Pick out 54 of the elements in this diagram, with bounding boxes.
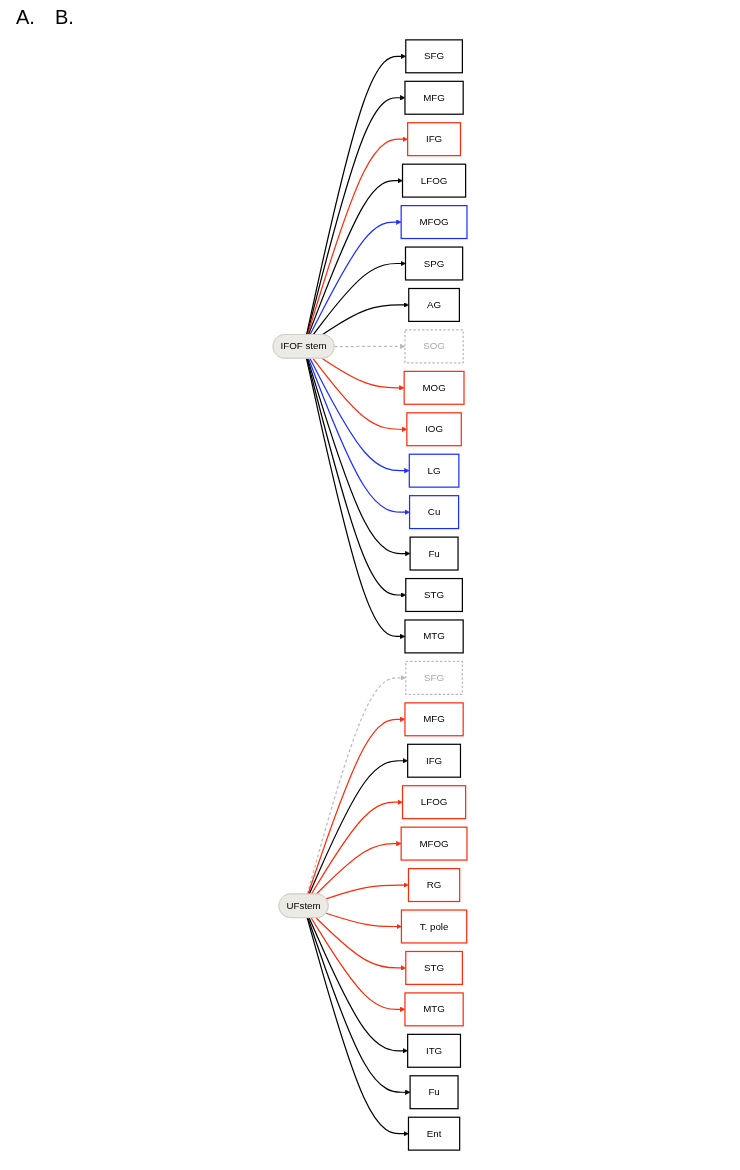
arrow bbox=[310, 799, 403, 895]
node-box: MTG bbox=[404, 619, 464, 654]
node-box: IFG bbox=[407, 743, 462, 778]
arrow bbox=[307, 917, 411, 1095]
panel-label: B. bbox=[54, 6, 74, 29]
arrow bbox=[315, 840, 402, 895]
node-box: Cu bbox=[408, 495, 460, 530]
node-box: SPG bbox=[404, 246, 464, 281]
arrow bbox=[305, 357, 406, 640]
node-box: MFOG bbox=[400, 826, 468, 861]
node-box: Fu bbox=[409, 1075, 459, 1110]
arrow bbox=[306, 357, 411, 557]
node-box: LFOG bbox=[401, 785, 467, 820]
node-box: MFOG bbox=[400, 205, 468, 240]
arrow bbox=[306, 136, 408, 336]
node-box: T. pole bbox=[400, 909, 468, 944]
node-box: SOG bbox=[404, 329, 464, 364]
node-box: STG bbox=[405, 577, 463, 613]
arrow bbox=[308, 758, 408, 895]
arrow bbox=[307, 716, 406, 895]
node-box: MFG bbox=[404, 80, 464, 115]
arrow bbox=[309, 219, 402, 336]
node-box: SFG bbox=[405, 660, 463, 695]
node-box: LG bbox=[408, 453, 460, 488]
panel-label: A. bbox=[16, 6, 35, 29]
node-box: Ent bbox=[407, 1116, 461, 1151]
arrow bbox=[307, 177, 403, 336]
arrow bbox=[309, 357, 410, 474]
node-box: RG bbox=[407, 868, 461, 903]
arrow bbox=[310, 917, 406, 1013]
node-box: IFG bbox=[407, 122, 462, 157]
node-box: Fu bbox=[409, 536, 459, 571]
arrow bbox=[315, 917, 406, 971]
arrow bbox=[308, 917, 408, 1054]
node-box: MOG bbox=[403, 370, 465, 405]
node-box: ITG bbox=[407, 1033, 462, 1068]
arrow bbox=[306, 917, 409, 1137]
node-box: IOG bbox=[406, 412, 462, 447]
arrow bbox=[306, 675, 406, 895]
node-box: SFG bbox=[405, 39, 463, 74]
arrow bbox=[325, 882, 409, 900]
node-box: LFOG bbox=[401, 163, 467, 198]
arrow bbox=[305, 53, 406, 336]
arrow bbox=[312, 260, 406, 336]
arrow bbox=[307, 357, 410, 515]
node-box: MTG bbox=[404, 992, 464, 1027]
arrow bbox=[321, 357, 405, 391]
node-box: MFG bbox=[404, 702, 464, 737]
node-box: AG bbox=[408, 287, 460, 322]
arrow bbox=[321, 302, 409, 336]
arrow bbox=[306, 95, 406, 336]
node-box: STG bbox=[405, 950, 463, 985]
arrow bbox=[325, 912, 402, 930]
arrow bbox=[306, 357, 406, 598]
